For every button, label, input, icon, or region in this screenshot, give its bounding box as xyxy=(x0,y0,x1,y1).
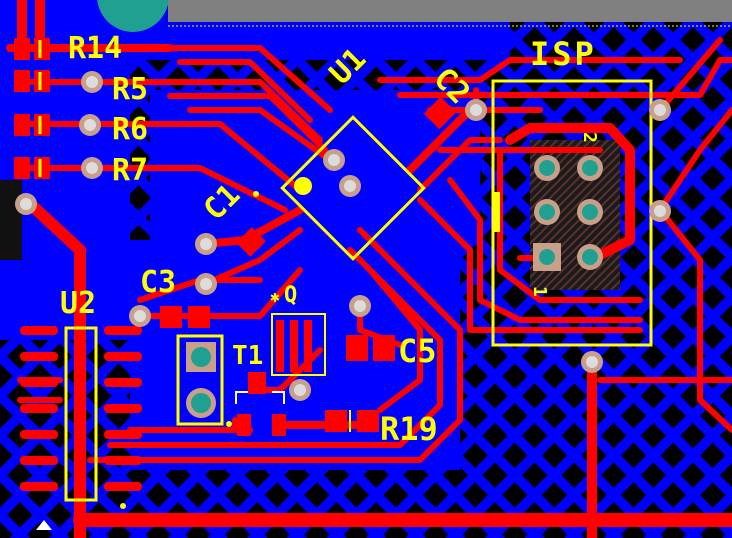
t1-corner-marks xyxy=(235,391,285,404)
left-void xyxy=(0,180,22,260)
solid-pour-center xyxy=(150,90,480,240)
vias xyxy=(15,71,671,401)
label-t1: T1 xyxy=(232,341,263,371)
q-pin-marker: ✱ xyxy=(270,287,280,306)
q-outline xyxy=(271,313,326,376)
label-c3: C3 xyxy=(140,265,176,300)
isp-pins xyxy=(533,155,603,271)
resistor-pads xyxy=(14,38,50,179)
u2-pin1-marker xyxy=(120,503,126,509)
isp-key xyxy=(493,192,500,232)
u1-package xyxy=(253,115,426,261)
u2-outline xyxy=(64,326,98,502)
keepout-region xyxy=(168,0,732,22)
label-q: Q xyxy=(284,283,297,308)
isp-pin2-label: 2 xyxy=(579,132,600,143)
label-r14: R14 xyxy=(68,31,122,66)
label-isp: ISP xyxy=(530,35,597,73)
origin-marker xyxy=(36,520,52,530)
u2-pads xyxy=(20,326,142,491)
label-u2: U2 xyxy=(60,286,96,321)
label-r19: R19 xyxy=(380,410,438,448)
t1-outline xyxy=(176,334,224,426)
isp-pin1-label: 1 xyxy=(529,286,550,297)
mounting-hole xyxy=(97,0,169,32)
r19-dot xyxy=(226,421,232,427)
label-c5: C5 xyxy=(398,332,437,370)
small-component-pads xyxy=(160,96,457,436)
t1-pads xyxy=(186,342,216,418)
label-r6: R6 xyxy=(112,112,148,147)
label-r7: R7 xyxy=(112,153,148,188)
label-r5: R5 xyxy=(112,72,148,107)
